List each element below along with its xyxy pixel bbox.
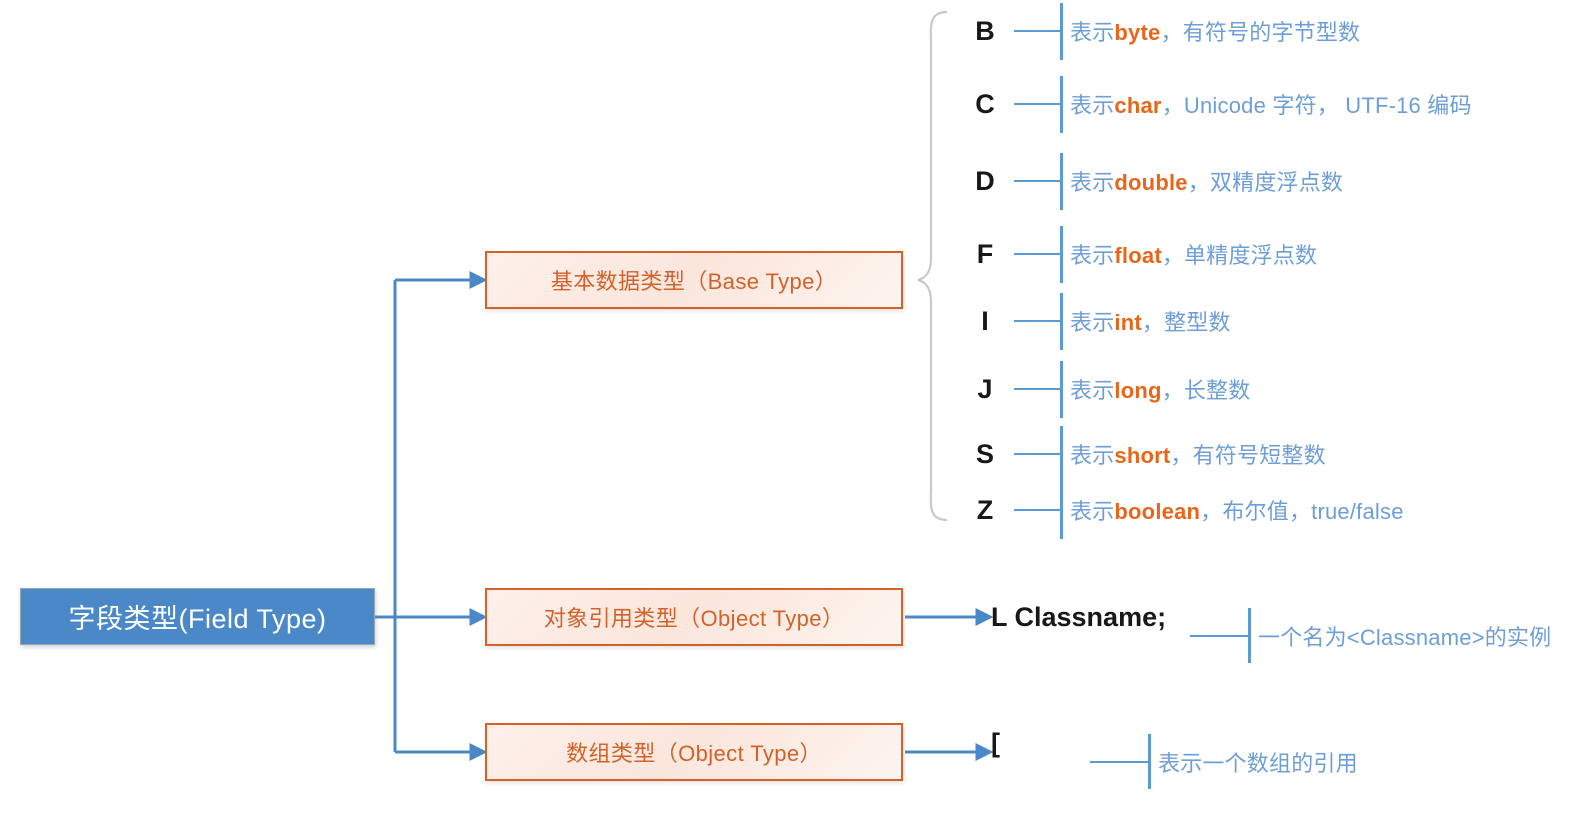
branch-box-array-type-label: 数组类型（Object Type）	[566, 741, 822, 766]
object-type-description-text: 一个名为<Classname>的实例	[1258, 624, 1552, 650]
base-type-row: I 表示int，整型数	[968, 292, 1231, 350]
connector-tick	[1148, 734, 1151, 789]
base-type-letter: J	[977, 373, 993, 404]
branch-box-base-type[interactable]: 基本数据类型（Base Type）	[485, 251, 903, 309]
base-type-keyword: int	[1114, 310, 1142, 335]
connector-tick	[1060, 152, 1063, 210]
connector-tick	[1060, 225, 1063, 283]
connector-tick	[1060, 360, 1063, 418]
base-type-row: D 表示double，双精度浮点数	[968, 152, 1344, 210]
base-type-description: 表示short，有符号短整数	[1070, 443, 1326, 468]
base-type-row: B 表示byte，有符号的字节型数	[968, 2, 1361, 60]
base-type-row: S 表示short，有符号短整数	[968, 425, 1326, 483]
connector-dash	[1014, 320, 1060, 322]
connector-dash	[1014, 30, 1060, 32]
array-type-descriptor-code-text: [	[991, 728, 1000, 758]
base-type-description: 表示double，双精度浮点数	[1070, 170, 1344, 195]
connector-dash	[1014, 453, 1060, 455]
base-type-letter: S	[975, 438, 994, 469]
root-node-label: 字段类型(Field Type)	[68, 604, 327, 634]
base-type-keyword: short	[1114, 443, 1171, 468]
connector-tick	[1060, 292, 1063, 350]
connector-dash	[1190, 634, 1248, 637]
connector-dash	[1014, 509, 1060, 511]
base-type-row: Z 表示boolean，布尔值，true/false	[968, 481, 1404, 539]
root-node-field-type[interactable]: 字段类型(Field Type)	[20, 588, 375, 645]
base-type-keyword: float	[1114, 243, 1162, 268]
connector-dash	[1014, 388, 1060, 390]
base-type-description: 表示char，Unicode 字符， UTF-16 编码	[1070, 93, 1472, 118]
branch-box-base-type-label: 基本数据类型（Base Type）	[550, 269, 838, 294]
base-type-keyword: byte	[1114, 20, 1161, 45]
connector-dash	[1014, 103, 1060, 105]
branch-box-object-type[interactable]: 对象引用类型（Object Type）	[485, 588, 903, 646]
base-type-keyword: boolean	[1114, 499, 1201, 524]
base-type-description: 表示float，单精度浮点数	[1070, 243, 1318, 268]
branch-box-array-type[interactable]: 数组类型（Object Type）	[485, 723, 903, 781]
connector-tick	[1060, 2, 1063, 60]
base-type-keyword: double	[1114, 170, 1188, 195]
connector-tick	[1248, 608, 1251, 663]
branch-box-object-type-label: 对象引用类型（Object Type）	[543, 606, 845, 631]
connector-tick	[1060, 425, 1063, 483]
object-type-description-row: 一个名为<Classname>的实例	[1190, 608, 1551, 663]
base-type-row: J 表示long，长整数	[968, 360, 1251, 418]
connector-tick	[1060, 481, 1063, 539]
array-type-description-row: 表示一个数组的引用	[1090, 734, 1358, 789]
base-type-description: 表示boolean，布尔值，true/false	[1070, 499, 1404, 524]
base-type-row: C 表示char，Unicode 字符， UTF-16 编码	[968, 75, 1472, 133]
array-type-descriptor-code: [	[991, 728, 1000, 759]
base-type-description: 表示long，长整数	[1070, 378, 1251, 403]
base-type-letter: F	[976, 238, 994, 269]
base-type-letter: Z	[976, 494, 994, 525]
object-type-descriptor-code: L Classname;	[991, 602, 1166, 633]
base-type-letter: B	[975, 15, 995, 46]
base-type-letter: D	[975, 165, 995, 196]
connector-dash	[1014, 253, 1060, 255]
connector-tick	[1060, 75, 1063, 133]
base-type-description: 表示byte，有符号的字节型数	[1070, 20, 1361, 45]
object-type-descriptor-code-text: L Classname;	[991, 602, 1167, 632]
connector-dash	[1090, 760, 1148, 763]
base-type-keyword: char	[1114, 93, 1162, 118]
connector-dash	[1014, 180, 1060, 182]
base-type-keyword: long	[1114, 378, 1162, 403]
base-type-letter: C	[975, 88, 995, 119]
base-type-row: F 表示float，单精度浮点数	[968, 225, 1318, 283]
base-type-description: 表示int，整型数	[1070, 310, 1231, 335]
array-type-description-text: 表示一个数组的引用	[1158, 750, 1358, 776]
base-type-letter: I	[981, 305, 989, 336]
